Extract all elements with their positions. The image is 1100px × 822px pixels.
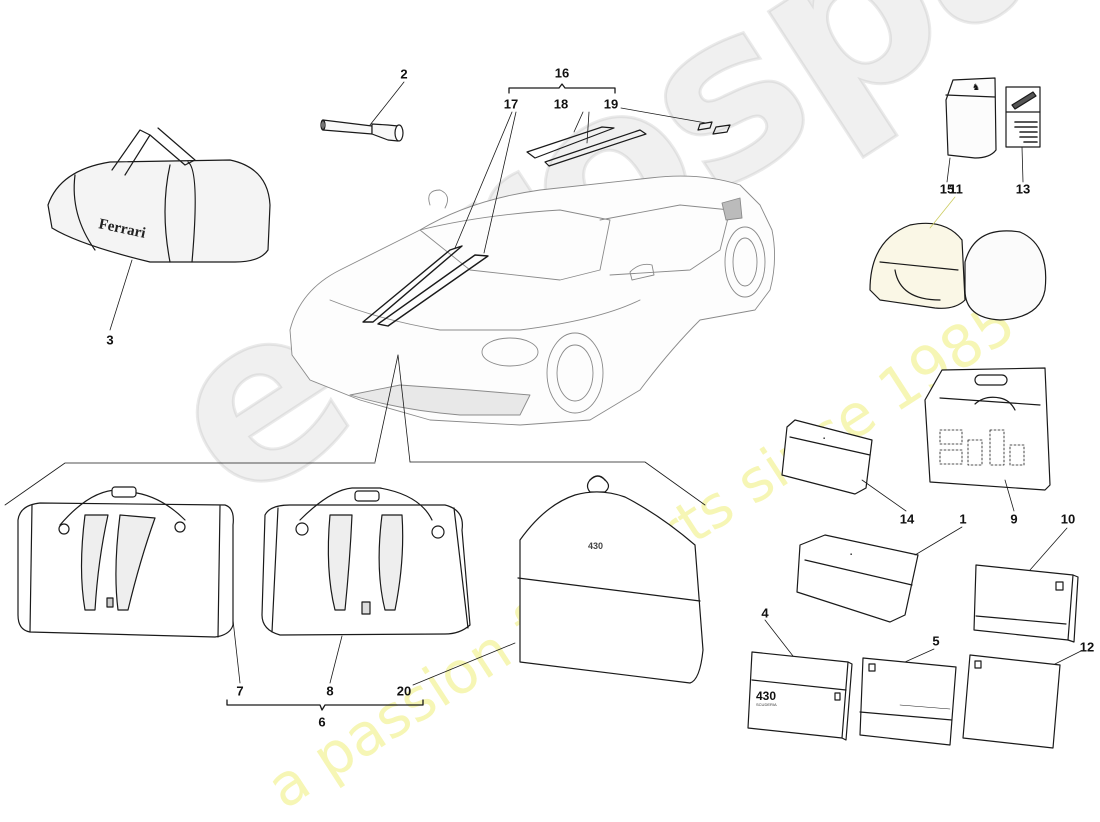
diagram-drawing: Ferrari bbox=[4, 77, 1082, 749]
garment-bag-badge: 430 bbox=[588, 541, 603, 551]
svg-text:▪: ▪ bbox=[850, 552, 852, 558]
callout-10[interactable]: 10 bbox=[1060, 511, 1076, 527]
document-wallet-small-illustration[interactable]: ▪ bbox=[781, 419, 873, 495]
car-cover-bag-illustration[interactable]: Ferrari bbox=[47, 127, 271, 263]
booklet-10-illustration[interactable] bbox=[973, 564, 1079, 643]
torch-illustration[interactable] bbox=[320, 119, 404, 142]
travel-bag-illustration[interactable] bbox=[17, 486, 234, 638]
callout-11[interactable]: 11 bbox=[949, 181, 963, 197]
holdall-bag-illustration[interactable] bbox=[261, 487, 471, 636]
callout-7[interactable]: 7 bbox=[236, 683, 244, 699]
callout-14[interactable]: 14 bbox=[899, 511, 915, 527]
booklet-12-illustration[interactable] bbox=[962, 654, 1061, 749]
callout-15[interactable]: 15 bbox=[939, 181, 955, 197]
garment-bag-illustration[interactable]: 430 bbox=[517, 475, 704, 684]
booklet-5-illustration[interactable] bbox=[859, 657, 957, 746]
callout-18[interactable]: 18 bbox=[553, 96, 569, 112]
bonnet-stripes-illustration[interactable] bbox=[362, 245, 489, 327]
owners-manual-illustration[interactable]: 430 SCUDERIA bbox=[747, 651, 853, 741]
svg-text:♞: ♞ bbox=[972, 82, 980, 92]
callout-16[interactable]: 16 bbox=[554, 65, 570, 81]
callout-2[interactable]: 2 bbox=[400, 66, 408, 82]
roof-stripes-illustration[interactable] bbox=[526, 126, 647, 167]
callout-20[interactable]: 20 bbox=[396, 683, 412, 699]
manual-model-sub: SCUDERIA bbox=[756, 702, 777, 707]
callout-8[interactable]: 8 bbox=[326, 683, 334, 699]
callout-4[interactable]: 4 bbox=[761, 605, 769, 621]
parts-diagram: eurospares a passion for parts since 198… bbox=[4, 0, 1100, 822]
callout-1[interactable]: 1 bbox=[959, 511, 967, 527]
car-illustration[interactable] bbox=[289, 175, 775, 426]
document-wallet-large-illustration[interactable]: ▪ bbox=[796, 534, 919, 623]
callout-6[interactable]: 6 bbox=[318, 714, 326, 730]
callout-3[interactable]: 3 bbox=[106, 332, 114, 348]
callout-5[interactable]: 5 bbox=[932, 633, 940, 649]
svg-text:▪: ▪ bbox=[823, 436, 825, 442]
manual-model-badge: 430 bbox=[756, 689, 776, 703]
helmet-illustration[interactable] bbox=[869, 222, 1047, 321]
callout-19[interactable]: 19 bbox=[603, 96, 619, 112]
callout-17[interactable]: 17 bbox=[503, 96, 519, 112]
leaflet-illustration[interactable] bbox=[1005, 86, 1041, 148]
callout-13[interactable]: 13 bbox=[1015, 181, 1031, 197]
tool-kit-case-illustration[interactable] bbox=[924, 367, 1051, 491]
small-stripes-illustration[interactable] bbox=[697, 121, 731, 135]
callout-9[interactable]: 9 bbox=[1010, 511, 1018, 527]
bag-illustration[interactable]: ♞ bbox=[945, 77, 997, 159]
callout-12[interactable]: 12 bbox=[1079, 639, 1095, 655]
